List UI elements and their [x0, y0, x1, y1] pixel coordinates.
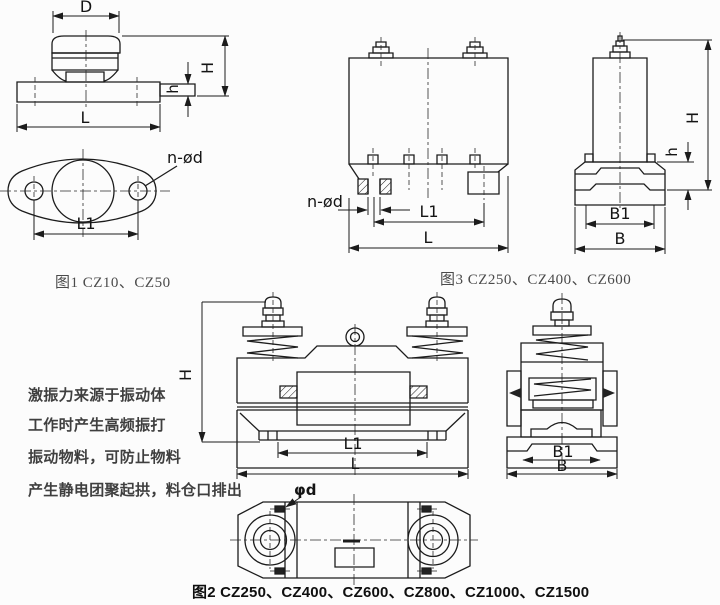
- intro-line-2: 工作时产生高频振打: [28, 417, 166, 434]
- fig3-dim-B1-label: B1: [609, 204, 630, 223]
- fig1-dim-holes-label: n-ød: [167, 148, 203, 167]
- fig3-dim-H-label: H: [683, 112, 702, 124]
- fig3-front-view: [349, 37, 508, 200]
- fig3-dim-holes-label: n-ød: [307, 192, 343, 211]
- fig3-caption: 图3 CZ250、CZ400、CZ600: [440, 272, 632, 288]
- fig2-side-view: [507, 293, 617, 470]
- fig2-dim-H-label: H: [176, 369, 195, 381]
- fig2-caption: 图2 CZ250、CZ400、CZ600、CZ800、CZ1000、CZ1500: [192, 584, 590, 601]
- fig2-dim-hole-label: φd: [294, 481, 316, 499]
- fig1-topview-dimensions: [33, 200, 139, 240]
- fig1-side-view: [17, 30, 195, 110]
- fig3-side-view: [575, 32, 665, 208]
- fig1-dim-h-label: h: [164, 84, 182, 94]
- fig2-dim-L1-label: L1: [343, 434, 362, 453]
- intro-line-1: 激振力来源于振动体: [28, 387, 166, 404]
- fig1-dim-D-label: D: [80, 0, 92, 16]
- fig2-bottom-dimensions: [285, 497, 301, 508]
- fig3-dim-L-label: L: [424, 228, 433, 247]
- fig1-dim-L1-label: L1: [76, 214, 95, 233]
- fig3-side-dimensions: [574, 39, 712, 254]
- fig2-dim-L-label: L: [351, 454, 360, 473]
- fig2-dim-B-label: B: [557, 456, 568, 475]
- fig3-dim-L1-label: L1: [419, 202, 438, 221]
- fig1-caption: 图1 CZ10、CZ50: [55, 275, 171, 291]
- fig3-dim-h-label: h: [663, 147, 681, 157]
- fig2-dim-B1-label: B1: [552, 442, 573, 461]
- fig1-top-view: [0, 149, 177, 237]
- fig2-front-view: [237, 292, 468, 476]
- fig3-front-dimensions: [338, 176, 509, 253]
- fig2-front-dimensions: [198, 302, 469, 479]
- intro-line-4: 产生静电团聚起拱，料仓口排出: [28, 482, 243, 499]
- fig3-dim-B-label: B: [615, 229, 626, 248]
- fig1-dimensions: [16, 11, 229, 132]
- fig1-dim-L-label: L: [81, 108, 90, 127]
- fig2-bottom-view: [230, 494, 478, 586]
- intro-line-3: 振动物料，可防止物料: [28, 449, 182, 466]
- fig1-dim-H-label: H: [198, 62, 217, 74]
- fig2-side-dimensions: [506, 456, 618, 479]
